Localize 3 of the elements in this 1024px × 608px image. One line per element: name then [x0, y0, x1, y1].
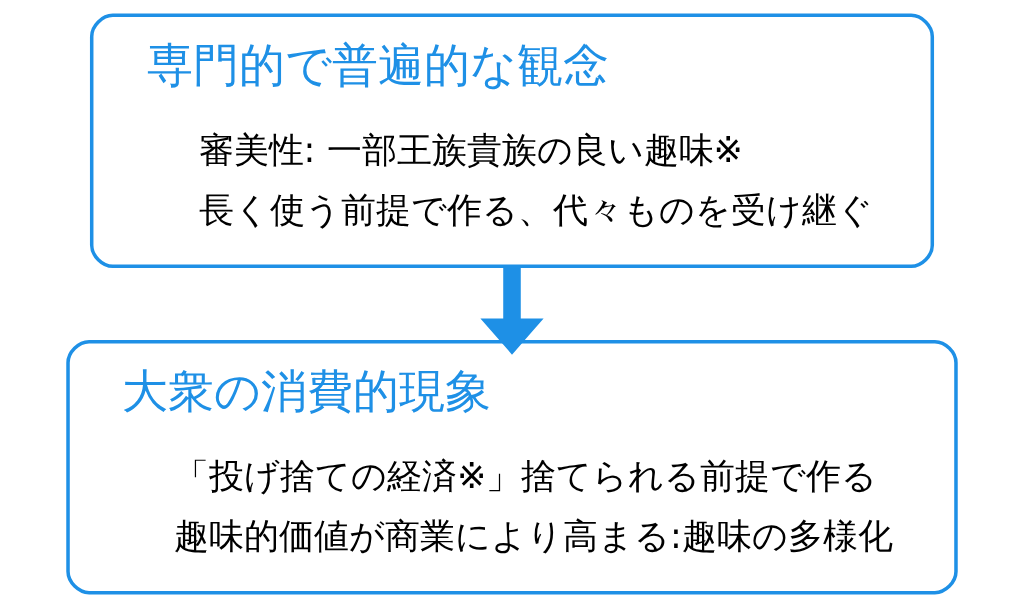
- node-box: 大衆の消費的現象 「投げ捨ての経済※」捨てられる前提で作る 趣味的価値が商業により高まる:趣味の多様化: [66, 339, 958, 595]
- arrow: [480, 266, 544, 355]
- node-box: 専門的で普遍的な観念 審美性: 一部王族貴族の良い趣味※ 長く使う前提で作る、代々ものを受け継ぐ: [89, 13, 935, 269]
